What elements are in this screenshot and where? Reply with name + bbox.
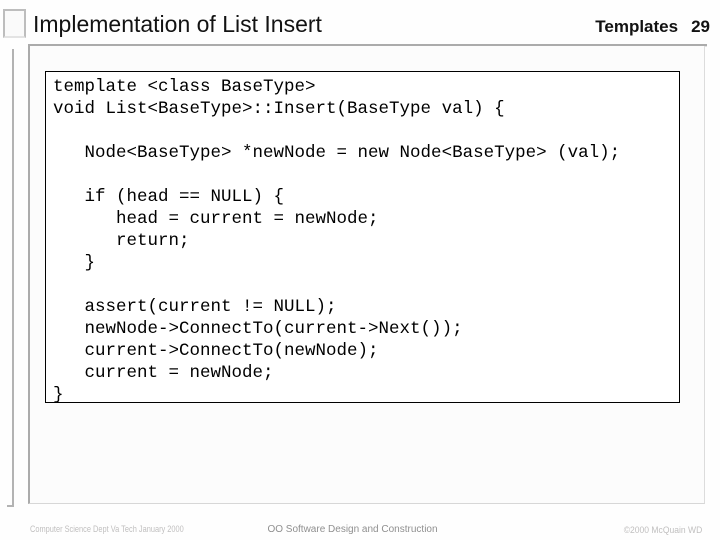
left-accent-line [7, 49, 14, 507]
footer-department-text: Computer Science Dept Va Tech January 20… [30, 524, 184, 535]
code-line: current->ConnectTo(newNode); [53, 341, 379, 361]
code-line: } [53, 253, 96, 273]
code-line: if (head == NULL) { [53, 187, 285, 207]
footer-copyright: ©2000 McQuain WD [623, 525, 702, 536]
code-line: void List<BaseType>::Insert(BaseType val… [53, 99, 505, 119]
header-section-info: Templates 29 [595, 17, 710, 37]
code-line: head = current = newNode; [53, 209, 379, 229]
code-line [53, 120, 679, 142]
slide-title: Implementation of List Insert [33, 11, 322, 37]
code-line: newNode->ConnectTo(current->Next()); [53, 319, 463, 339]
code-line [53, 274, 679, 296]
code-box: template <class BaseType> void List<Base… [45, 71, 680, 403]
code-line: Node<BaseType> *newNode = new Node<BaseT… [53, 143, 621, 163]
section-label: Templates [595, 17, 679, 36]
code-line: } [53, 385, 64, 403]
code-line [53, 164, 679, 186]
footer-course-title: OO Software Design and Construction [267, 524, 438, 535]
page-number: 29 [691, 17, 710, 36]
corner-square-decoration [3, 9, 26, 38]
code-line: return; [53, 231, 190, 251]
code-line: template <class BaseType> [53, 77, 316, 97]
code-line: current = newNode; [53, 363, 274, 383]
code-line: assert(current != NULL); [53, 297, 337, 317]
